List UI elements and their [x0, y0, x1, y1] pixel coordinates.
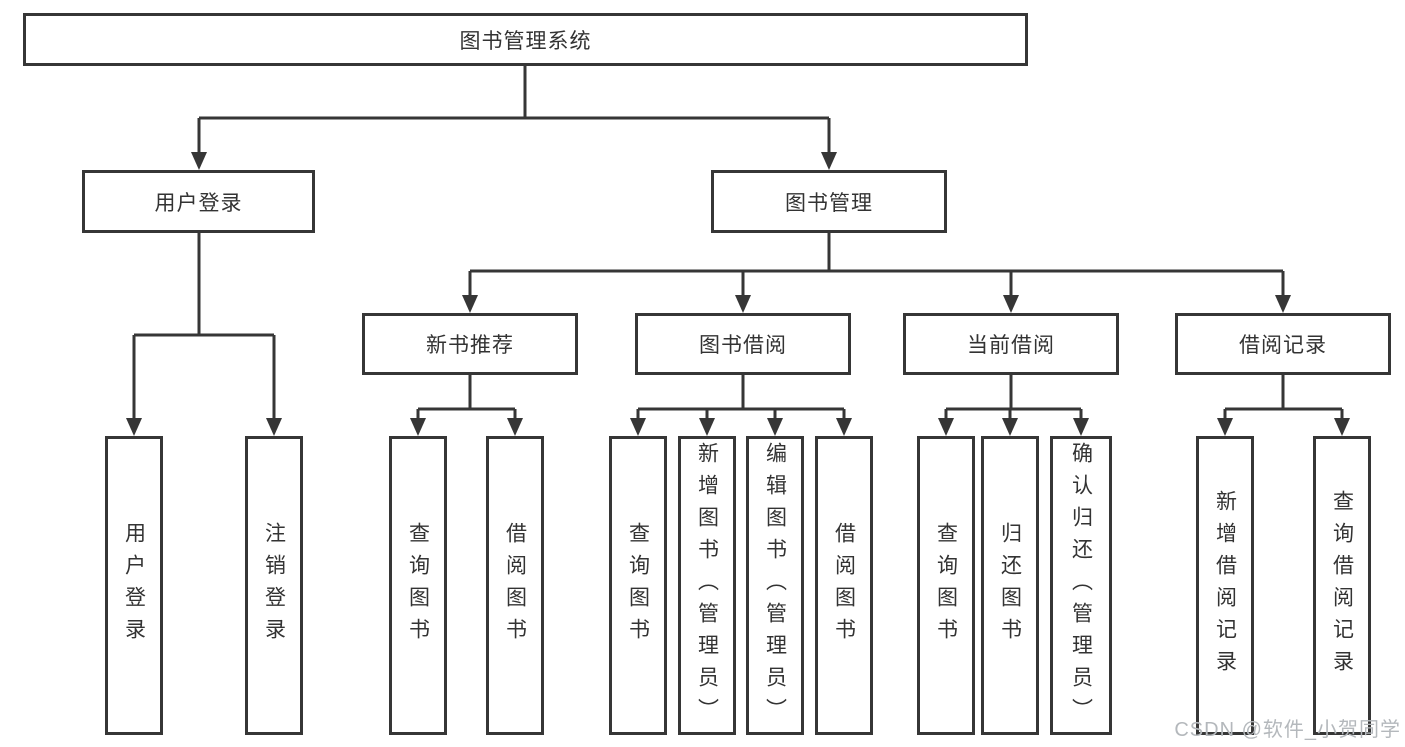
node-user-login-label: 用户登录 — [154, 191, 243, 215]
leaf-user-login: 用户登录 — [105, 436, 163, 735]
leaf-borrow-edit-book-admin-label: 编辑图书（管理员） — [763, 441, 787, 730]
node-root-system-label: 图书管理系统 — [459, 29, 592, 53]
node-book-management: 图书管理 — [711, 170, 947, 233]
node-user-login: 用户登录 — [82, 170, 315, 233]
leaf-current-confirm-return-admin: 确认归还（管理员） — [1050, 436, 1112, 735]
watermark: CSDN @软件_小贺同学 — [1174, 719, 1401, 741]
leaf-newbook-borrow-book-label: 借阅图书 — [503, 521, 527, 650]
leaf-borrow-add-book-admin: 新增图书（管理员） — [678, 436, 736, 735]
leaf-newbook-query-book-label: 查询图书 — [406, 521, 430, 650]
node-borrow-record: 借阅记录 — [1175, 313, 1391, 375]
leaf-record-query-record-label: 查询借阅记录 — [1330, 489, 1354, 682]
node-current-borrow-label: 当前借阅 — [967, 334, 1055, 357]
leaf-borrow-borrow-book-label: 借阅图书 — [832, 521, 856, 650]
arrowheads — [126, 152, 1350, 436]
leaf-current-return-book-label: 归还图书 — [998, 521, 1022, 650]
node-current-borrow: 当前借阅 — [903, 313, 1119, 375]
leaf-newbook-query-book: 查询图书 — [389, 436, 447, 735]
leaf-record-add-record-label: 新增借阅记录 — [1213, 489, 1237, 682]
leaf-borrow-query-book: 查询图书 — [609, 436, 667, 735]
leaf-record-add-record: 新增借阅记录 — [1196, 436, 1254, 735]
node-book-borrow-label: 图书借阅 — [699, 334, 787, 357]
leaf-user-login-label: 用户登录 — [122, 521, 146, 650]
leaf-borrow-borrow-book: 借阅图书 — [815, 436, 873, 735]
leaf-logout-label: 注销登录 — [262, 521, 286, 650]
leaf-current-return-book: 归还图书 — [981, 436, 1039, 735]
leaf-borrow-add-book-admin-label: 新增图书（管理员） — [695, 441, 719, 730]
node-new-book-recommend-label: 新书推荐 — [426, 334, 514, 357]
leaf-borrow-query-book-label: 查询图书 — [626, 521, 650, 650]
node-book-management-label: 图书管理 — [785, 191, 873, 215]
leaf-record-query-record: 查询借阅记录 — [1313, 436, 1371, 735]
node-root-system: 图书管理系统 — [23, 13, 1028, 66]
node-book-borrow: 图书借阅 — [635, 313, 851, 375]
leaf-current-query-book-label: 查询图书 — [934, 521, 958, 650]
leaf-newbook-borrow-book: 借阅图书 — [486, 436, 544, 735]
leaf-logout: 注销登录 — [245, 436, 303, 735]
node-new-book-recommend: 新书推荐 — [362, 313, 578, 375]
leaf-current-confirm-return-admin-label: 确认归还（管理员） — [1069, 441, 1093, 730]
leaf-current-query-book: 查询图书 — [917, 436, 975, 735]
node-borrow-record-label: 借阅记录 — [1239, 334, 1327, 357]
leaf-borrow-edit-book-admin: 编辑图书（管理员） — [746, 436, 804, 735]
